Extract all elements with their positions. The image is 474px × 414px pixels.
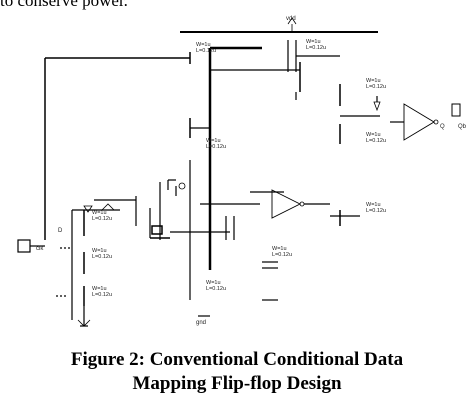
svg-text:gnd: gnd <box>196 320 206 326</box>
svg-text:L=0.12u: L=0.12u <box>206 286 226 292</box>
figure-caption: Figure 2: Conventional Conditional Data … <box>0 348 474 396</box>
svg-text:L=0.12u: L=0.12u <box>206 144 226 150</box>
svg-text:L=0.12u: L=0.12u <box>92 254 112 260</box>
svg-text:W=1u: W=1u <box>306 39 321 45</box>
svg-text:D: D <box>58 228 63 234</box>
svg-text:L=0.12u: L=0.12u <box>92 216 112 222</box>
svg-text:L=0.12u: L=0.12u <box>92 292 112 298</box>
inverter-1 <box>271 189 302 219</box>
svg-text:L=0.12u: L=0.12u <box>366 84 386 90</box>
svg-text:Qb: Qb <box>458 124 467 130</box>
svg-text:W=1u: W=1u <box>92 248 107 254</box>
svg-text:clk: clk <box>36 246 44 252</box>
svg-text:L=0.12u: L=0.12u <box>196 48 216 54</box>
caption-line-1: Figure 2: Conventional Conditional Data <box>70 349 404 370</box>
output-port <box>451 103 461 117</box>
output-inverter <box>403 103 435 141</box>
svg-text:Q: Q <box>440 124 445 130</box>
svg-text:W=1u: W=1u <box>366 132 381 138</box>
svg-text:W=1u: W=1u <box>366 78 381 84</box>
svg-text:W=1u: W=1u <box>92 286 107 292</box>
svg-text:W=1u: W=1u <box>366 202 381 208</box>
svg-text:W=1u: W=1u <box>92 210 107 216</box>
svg-text:L=0.12u: L=0.12u <box>272 252 292 258</box>
clock-gate-box <box>151 225 163 235</box>
svg-text:vdd: vdd <box>286 16 296 22</box>
vdd-marker <box>287 17 297 25</box>
flip-flop-schematic: W=1u L=0.12u W=1u L=0.12u W=1u L=0.12u W… <box>17 16 467 327</box>
svg-text:L=0.12u: L=0.12u <box>306 45 326 51</box>
svg-text:W=1u: W=1u <box>196 42 211 48</box>
svg-text:W=1u: W=1u <box>206 280 221 286</box>
svg-text:L=0.12u: L=0.12u <box>366 208 386 214</box>
caption-line-2: Mapping Flip-flop Design <box>132 373 342 394</box>
intro-text: to conserve power. <box>0 0 128 10</box>
svg-text:W=1u: W=1u <box>272 246 287 252</box>
svg-text:W=1u: W=1u <box>206 138 221 144</box>
input-port-box <box>17 239 31 253</box>
svg-text:L=0.12u: L=0.12u <box>366 138 386 144</box>
